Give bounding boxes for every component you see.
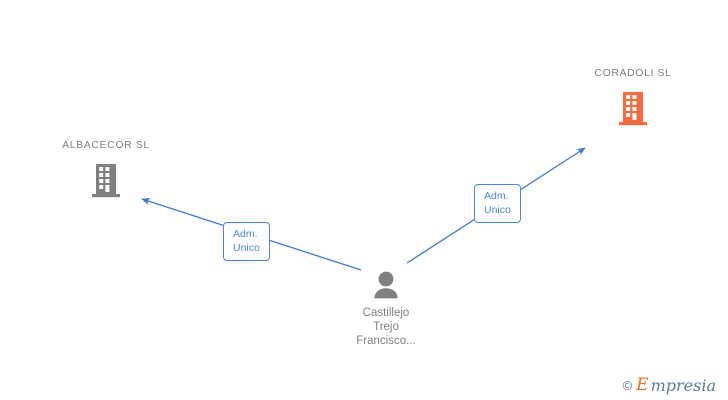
edge-label-line: Adm. — [233, 228, 258, 240]
edge-label-line: Adm. — [484, 190, 509, 202]
person-icon — [306, 268, 466, 302]
edge-label-line: Unico — [484, 204, 511, 216]
edge-label-line: Unico — [233, 242, 260, 254]
node-person[interactable]: Castillejo Trejo Francisco... — [306, 268, 466, 348]
building-icon — [26, 158, 186, 198]
watermark-brand-rest: mpresia — [650, 376, 716, 395]
node-person-caption-line: Francisco... — [356, 335, 416, 347]
edge-label-person-to-albacecor[interactable]: Adm. Unico — [223, 222, 270, 261]
node-coradoli-title: CORADOLI SL — [594, 67, 672, 79]
watermark-brand-initial: E — [636, 375, 649, 395]
node-person-caption: Castillejo Trejo Francisco... — [306, 306, 466, 348]
node-person-caption-line: Trejo — [373, 321, 399, 333]
watermark-empresia: © E mpresia — [622, 375, 716, 395]
building-icon — [553, 86, 713, 126]
node-person-caption-line: Castillejo — [362, 307, 410, 319]
node-albacecor[interactable]: ALBACECOR SL — [26, 138, 186, 198]
edge-label-person-to-coradoli[interactable]: Adm. Unico — [474, 184, 521, 223]
copyright-icon: © — [622, 378, 633, 393]
node-albacecor-title: ALBACECOR SL — [62, 139, 150, 151]
node-coradoli[interactable]: CORADOLI SL — [553, 66, 713, 126]
